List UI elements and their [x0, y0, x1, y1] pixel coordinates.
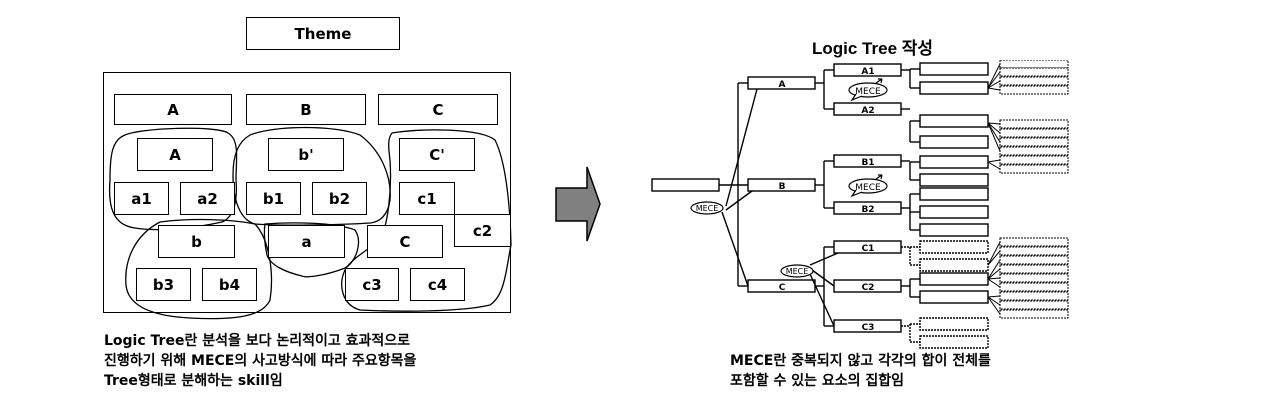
- leaf-node: [999, 137, 1069, 147]
- sub-node: [919, 155, 989, 169]
- mece-bubble-root: MECE: [690, 201, 724, 215]
- mece-label: MECE: [855, 183, 881, 193]
- item-b1: b1: [246, 182, 301, 215]
- leaf-node: [999, 291, 1069, 301]
- leaf-node: [999, 237, 1069, 247]
- item-c1: c1: [399, 182, 455, 215]
- sub-node: [919, 114, 989, 128]
- level2-label-a1: A1: [861, 67, 874, 77]
- outline-group-c-prime: [341, 129, 512, 312]
- level2-label-b1: B1: [861, 158, 874, 168]
- mece-bubble-b: MECE: [848, 174, 888, 198]
- category-box-a: A: [114, 94, 232, 125]
- sub-node: [919, 187, 989, 201]
- right-caption-line: MECE란 중복되지 않고 각각의 합이 전체를: [730, 353, 991, 369]
- logic-tree-title: Logic Tree 작성: [812, 39, 934, 58]
- sub-node: [919, 272, 989, 286]
- item-b3: b3: [136, 268, 191, 301]
- item-a2: a2: [180, 182, 235, 215]
- level2-label-c2: C2: [862, 283, 875, 293]
- leaf-node: [999, 255, 1069, 265]
- sub-node: [919, 62, 989, 76]
- leaf-node: [999, 85, 1069, 95]
- item-b4: b4: [202, 268, 257, 301]
- leaf-node: [999, 309, 1069, 319]
- group-header-a-small: a: [268, 225, 345, 258]
- group-header-b: b: [158, 225, 235, 258]
- mece-bubble-a: MECE: [848, 78, 888, 102]
- group-header-a: A: [137, 138, 213, 171]
- left-caption-line: Tree형태로 분해하는 skill임: [104, 373, 283, 389]
- outline-group-a: [108, 127, 238, 231]
- level2-label-c1: C1: [862, 244, 875, 254]
- outline-group-b-prime: [232, 126, 391, 226]
- sub-node: [919, 223, 989, 237]
- leaf-node: [999, 246, 1069, 256]
- leaf-node: [999, 282, 1069, 292]
- level2-label-c3: C3: [862, 323, 875, 333]
- item-c2: c2: [454, 214, 511, 247]
- mece-label: MECE: [786, 267, 809, 276]
- level1-label-a: A: [779, 80, 786, 90]
- item-a1: a1: [114, 182, 169, 215]
- sub-node: [919, 335, 989, 349]
- leaf-node: [999, 119, 1069, 129]
- sub-node: [919, 317, 989, 331]
- mece-bubble-c: MECE: [780, 264, 814, 278]
- leaf-node: [999, 155, 1069, 165]
- group-header-c: C: [367, 225, 443, 258]
- item-c4: c4: [410, 268, 465, 301]
- sub-node: [919, 290, 989, 304]
- group-header-c-prime: C': [399, 138, 475, 171]
- outline-group-b: [125, 218, 273, 320]
- leaf-node: [999, 273, 1069, 283]
- right-caption: MECE란 중복되지 않고 각각의 합이 전체를 포함할 수 있는 요소의 집합…: [730, 351, 991, 391]
- level2-label-b2: B2: [861, 205, 874, 215]
- category-box-b: B: [246, 94, 366, 125]
- right-arrow-icon: [555, 166, 601, 242]
- leaf-node: [999, 300, 1069, 310]
- leaf-node: [999, 264, 1069, 274]
- leaf-node: [999, 60, 1069, 69]
- theme-box: Theme: [246, 17, 400, 50]
- root-node: [651, 178, 720, 192]
- logic-tree-diagram: A B C A1 A2 B1 B2 C1 C2 C3 MECE MECE MEC…: [651, 60, 1069, 349]
- left-caption-line: Logic Tree란 분석을 보다 논리적이고 효과적으로: [104, 333, 411, 349]
- item-b2: b2: [312, 182, 367, 215]
- leaf-node: [999, 67, 1069, 77]
- mece-label: MECE: [855, 87, 881, 97]
- right-caption-line: 포함할 수 있는 요소의 집합임: [730, 373, 905, 389]
- sub-node: [919, 81, 989, 95]
- grouping-frame: [103, 72, 511, 313]
- leaf-node: [999, 76, 1069, 86]
- level1-label-c: C: [779, 283, 786, 293]
- sub-node: [919, 173, 989, 187]
- level1-label-b: B: [779, 182, 786, 192]
- item-c3: c3: [345, 268, 399, 301]
- sub-node: [919, 205, 989, 219]
- level2-label-a2: A2: [861, 106, 874, 116]
- leaf-node: [999, 164, 1069, 174]
- left-caption: Logic Tree란 분석을 보다 논리적이고 효과적으로 진행하기 위해 M…: [104, 331, 416, 391]
- sub-node: [919, 240, 989, 254]
- left-caption-line: 진행하기 위해 MECE의 사고방식에 따라 주요항목을: [104, 353, 417, 369]
- category-box-c: C: [378, 94, 498, 125]
- group-header-b-prime: b': [268, 138, 344, 171]
- sub-node: [919, 258, 989, 272]
- leaf-node: [999, 128, 1069, 138]
- mece-label: MECE: [696, 204, 719, 213]
- leaf-node: [999, 146, 1069, 156]
- sub-node: [919, 135, 989, 149]
